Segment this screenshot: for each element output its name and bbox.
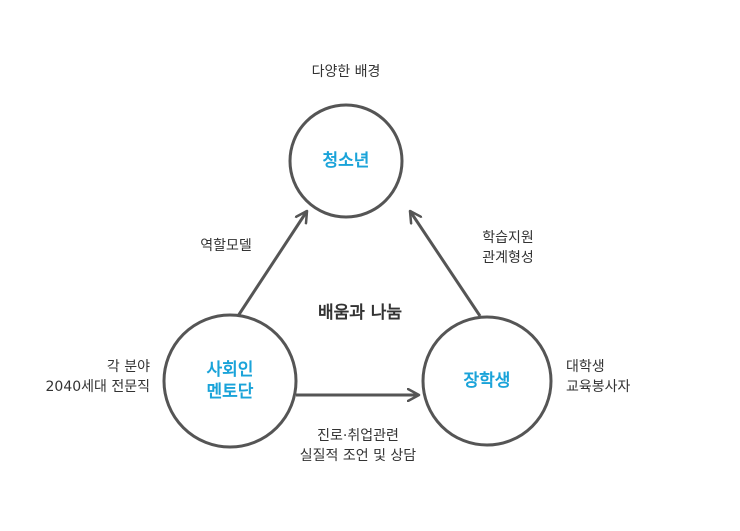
mentor-caption: 각 분야 2040세대 전문직 <box>45 359 150 395</box>
node-youth-circle <box>288 103 404 219</box>
edge-label-learning-support: 학습지원 관계형성 <box>482 230 534 266</box>
node-scholar-circle <box>421 315 553 447</box>
node-mentor-label: 사회인 멘토단 <box>206 360 254 402</box>
center-title: 배움과 나눔 <box>317 303 403 323</box>
scholar-caption: 대학생 교육봉사자 <box>566 359 631 395</box>
node-scholar-label: 장학생 <box>463 371 511 391</box>
node-youth-label: 청소년 <box>322 151 370 171</box>
arrow-mentor-to-youth <box>236 211 309 317</box>
youth-caption: 다양한 배경 <box>311 64 381 80</box>
edge-label-career-advice: 진로·취업관련 실질적 조언 및 상담 <box>299 428 417 464</box>
node-mentor-circle <box>162 313 298 449</box>
arrow-scholar-to-youth <box>410 211 482 317</box>
edge-label-role-model: 역할모델 <box>200 238 252 254</box>
